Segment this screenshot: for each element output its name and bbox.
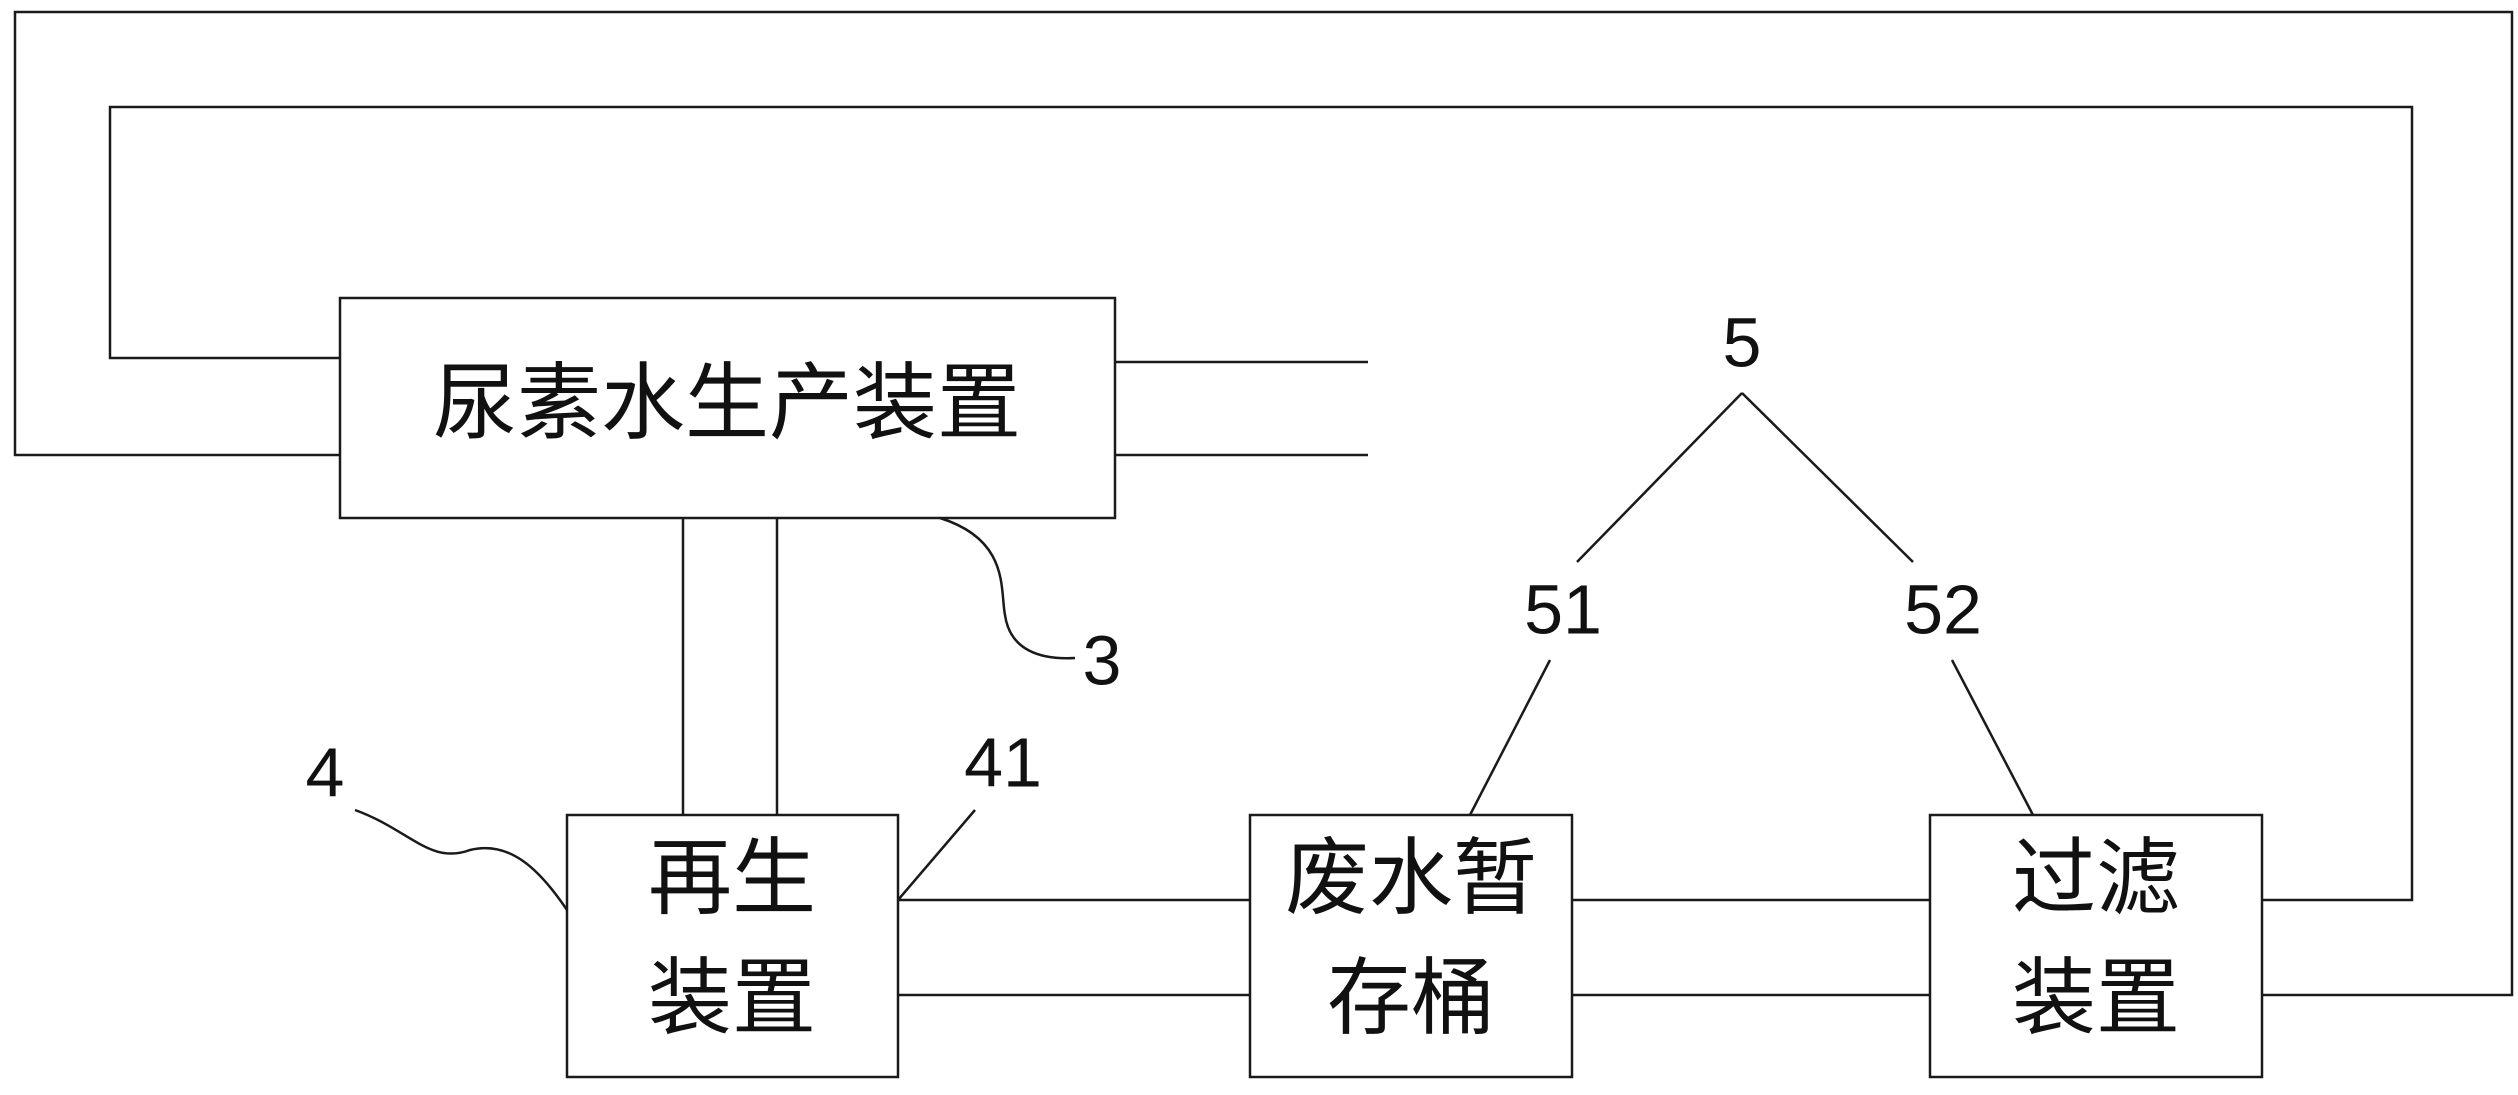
leader-41 — [897, 809, 976, 901]
filter-box — [1928, 813, 2264, 1079]
ref-label-52: 52 — [1904, 570, 1982, 648]
ref-label-5: 5 — [1723, 303, 1762, 381]
ref-label-3: 3 — [1083, 621, 1122, 699]
filter-label-line1: 过滤 — [2012, 829, 2180, 927]
leader-5-left — [1576, 392, 1743, 563]
regeneration-label-line2: 装置 — [648, 949, 816, 1047]
urea-production-box — [338, 296, 1117, 520]
leader-4 — [354, 808, 569, 911]
waste-tank-label-line2: 存桶 — [1327, 949, 1495, 1047]
ref-label-51: 51 — [1524, 570, 1602, 648]
ref-label-4: 4 — [306, 733, 345, 811]
leader-5-right — [1741, 392, 1914, 563]
regeneration-label-line1: 再生 — [648, 829, 816, 927]
regeneration-box — [565, 813, 900, 1079]
leader-3 — [939, 516, 1076, 660]
leader-52 — [1950, 659, 2035, 816]
ref-label-41: 41 — [964, 723, 1042, 801]
leader-51 — [1468, 659, 1552, 816]
outer-loop-pipe — [13, 10, 2514, 997]
inner-loop-pipe — [108, 105, 2414, 902]
waste-tank-label-line1: 废水暂 — [1285, 829, 1537, 927]
waste-tank-box — [1248, 813, 1574, 1079]
filter-label-line2: 装置 — [2012, 949, 2180, 1047]
urea-production-label: 尿素水生产装置 — [433, 354, 1021, 452]
